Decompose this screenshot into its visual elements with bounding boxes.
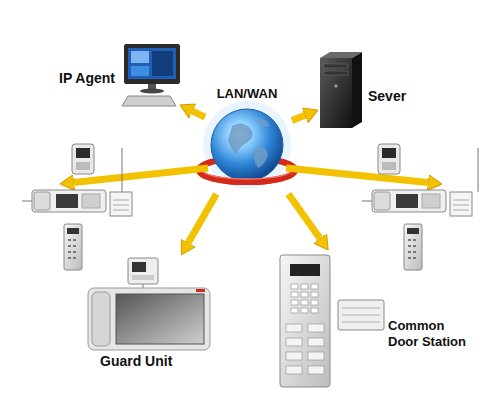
device-screen [407, 228, 419, 234]
ipc-box [110, 192, 132, 216]
cable-wire [362, 201, 372, 202]
door-panel [64, 224, 82, 270]
station-display [290, 264, 320, 276]
door-station [280, 255, 384, 387]
globe-sphere [211, 109, 283, 181]
name-buttons [286, 324, 324, 374]
device-screen [382, 148, 396, 158]
globe-continent [254, 147, 269, 168]
tower-front [320, 58, 352, 128]
globe-ring-front [199, 170, 295, 182]
indoor-handset [34, 192, 50, 210]
keypad-keys [408, 240, 416, 258]
globe-glow [203, 101, 291, 189]
screen-window [131, 51, 149, 63]
network-arrow [292, 115, 305, 120]
device-panel [82, 194, 100, 208]
brand-mark [196, 289, 205, 292]
station-panel [280, 255, 330, 387]
door-panel [404, 224, 422, 270]
drive-bay [324, 64, 348, 68]
cable-wire [143, 284, 144, 288]
guard-phone-box [128, 258, 158, 284]
server-node: Sever [318, 50, 418, 130]
tower-top [320, 52, 362, 58]
device-screen [67, 228, 79, 234]
monitor-screen [128, 48, 176, 79]
handset-device [378, 144, 400, 174]
monitor-body [88, 288, 210, 350]
monitor-base [140, 89, 164, 94]
cable-wire [22, 201, 32, 202]
station-controller [338, 300, 384, 330]
guard-unit-node: Guard Unit [80, 255, 215, 373]
controller-vents [342, 308, 380, 322]
node-label: IP Agent [59, 70, 115, 87]
network-node: LAN/WAN [205, 82, 292, 194]
keypad-keys [68, 240, 76, 258]
indoor-unit [372, 190, 446, 212]
device-screen [76, 148, 90, 158]
keypad-keys [291, 284, 318, 313]
power-light [335, 85, 338, 88]
globe-continent [228, 123, 253, 154]
apartment-unit-group [362, 144, 478, 270]
network-arrow [286, 168, 428, 183]
device-screen [56, 194, 78, 208]
node-label: Common Door Station [388, 318, 478, 349]
device-panel [422, 194, 440, 208]
monitor-bezel [124, 44, 180, 84]
indoor-handset [374, 192, 390, 210]
screen-window [131, 66, 149, 76]
node-label: Guard Unit [100, 353, 172, 370]
ipc-box [450, 192, 472, 216]
screen-window [152, 51, 173, 76]
globe-ring-highlight [203, 172, 291, 179]
device-screen [396, 194, 418, 208]
apartment-unit-group [22, 144, 132, 270]
device-keys [132, 275, 154, 280]
indoor-unit [32, 190, 106, 212]
node-label: LAN/WAN [205, 86, 289, 102]
device-keys [382, 162, 396, 170]
antenna-wire [122, 148, 123, 192]
computer-node: IP Agent [55, 40, 180, 110]
network-arrow [193, 111, 205, 117]
keyboard [122, 96, 176, 106]
monitor-screen [116, 294, 204, 344]
server-tower [320, 52, 362, 128]
network-arrow [188, 194, 216, 243]
guard-monitor [88, 258, 210, 350]
node-label: Sever [368, 88, 406, 105]
drive-bay [324, 71, 348, 75]
device-keys [76, 162, 90, 170]
monitor-handset [92, 292, 110, 346]
tower-side [352, 52, 362, 128]
antenna-wire [478, 148, 479, 192]
globe-continent [258, 118, 270, 127]
device-screen [132, 262, 146, 272]
box-vents [453, 200, 469, 210]
box-vents [113, 200, 129, 210]
network-arrow [288, 194, 320, 239]
door-station-node: Common Door Station [275, 250, 481, 390]
handset-device [72, 144, 94, 174]
computer-icon [122, 44, 180, 106]
globe-icon [199, 101, 295, 189]
